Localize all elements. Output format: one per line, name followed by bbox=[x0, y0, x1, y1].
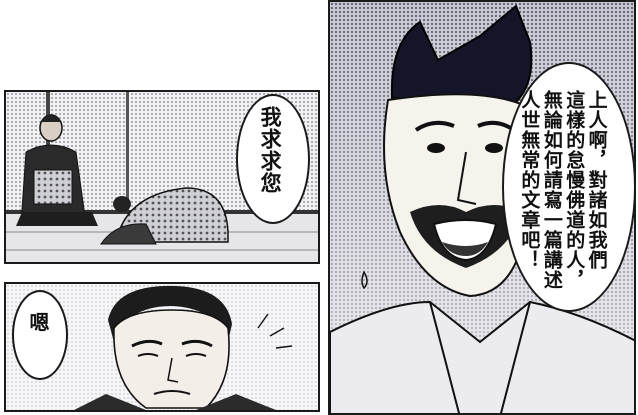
speech-text-hmm: 嗯 bbox=[26, 312, 50, 333]
speech-text-request: 上人啊，對諸如我們 這樣的怠慢佛道的人， 無論如何請寫一篇講述 人世無常的文章吧… bbox=[518, 90, 608, 290]
speech-bubble-hmm bbox=[12, 290, 68, 380]
speech-text-plea: 我求求您 bbox=[258, 106, 283, 194]
speech-bubble-plea bbox=[236, 94, 310, 224]
speech-bubble-request bbox=[502, 62, 636, 312]
